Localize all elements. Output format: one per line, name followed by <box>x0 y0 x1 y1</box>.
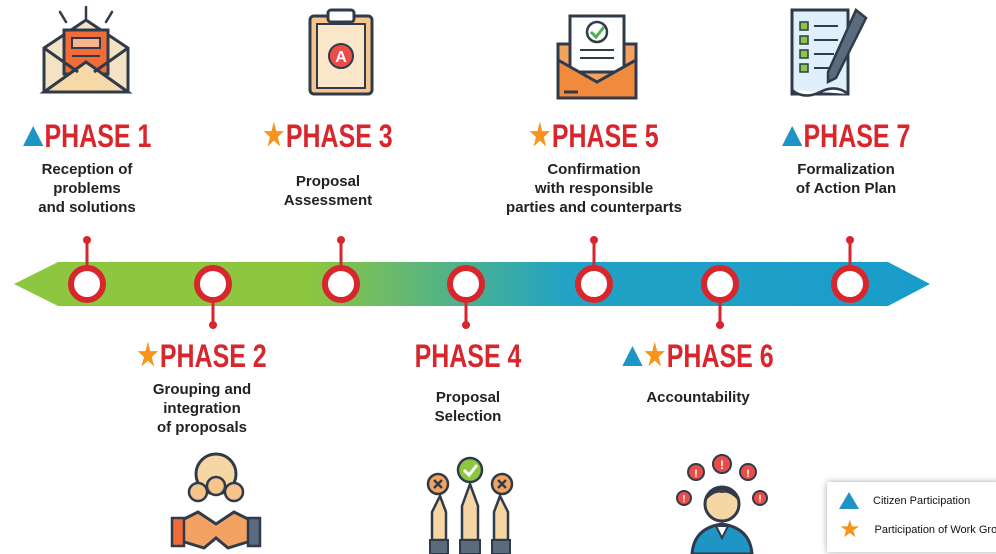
legend-item-citizen: Citizen Participation <box>839 492 970 509</box>
svg-text:!: ! <box>746 468 750 480</box>
citizen-triangle-icon <box>622 346 643 366</box>
legend-citizen-label: Citizen Participation <box>873 494 971 507</box>
workgroup-star-icon: ★ <box>839 516 861 543</box>
phase-7: PHASE 7 Formalization of Action Plan <box>726 118 966 198</box>
phase-4: PHASE 4 Proposal Selection <box>348 338 588 426</box>
phase-3: ★ PHASE 3 Proposal Assessment <box>208 118 448 210</box>
person-alerts-icon: !! !!! <box>676 454 768 554</box>
phase-6-description: Accountability <box>646 389 750 406</box>
phase-6: ★ PHASE 6 Accountability <box>578 338 818 407</box>
timeline-node-1 <box>68 236 106 303</box>
phase-7-title: PHASE 7 <box>752 118 939 154</box>
phase-5-title: ★ PHASE 5 <box>529 118 659 154</box>
phase-6-title: ★ PHASE 6 <box>604 338 791 374</box>
workgroup-star-icon: ★ <box>137 339 159 372</box>
phase-1: PHASE 1 Reception of problems and soluti… <box>0 118 207 217</box>
workgroup-star-icon: ★ <box>529 119 551 152</box>
legend: Citizen Participation ★ Participation of… <box>827 482 996 552</box>
phase-2: ★ PHASE 2 Grouping and integration of pr… <box>82 338 322 437</box>
voting-hands-icon <box>426 456 514 554</box>
phase-5-description: Confirmation with responsible parties an… <box>506 161 682 216</box>
envelope-document-icon <box>39 5 133 94</box>
citizen-triangle-icon <box>22 126 43 146</box>
phase-5: ★ PHASE 5 Confirmation with responsible … <box>474 118 714 217</box>
citizen-triangle-icon <box>781 126 802 146</box>
phase-2-description: Grouping and integration of proposals <box>152 381 252 436</box>
svg-text:!: ! <box>720 458 724 472</box>
timeline-node-4 <box>447 265 485 329</box>
phase-3-description: Proposal Assessment <box>283 173 373 209</box>
phase-4-title: PHASE 4 <box>414 338 522 374</box>
phase-1-description: Reception of problems and solutions <box>38 161 136 216</box>
svg-text:A: A <box>335 49 347 66</box>
timeline-node-3 <box>322 236 360 303</box>
timeline-node-6 <box>701 265 739 329</box>
svg-text:!: ! <box>758 494 761 505</box>
timeline-nodes <box>68 236 869 329</box>
legend-workgroup-label: Participation of Work Group <box>874 524 996 536</box>
workgroup-star-icon: ★ <box>263 119 285 152</box>
phase-2-title: ★ PHASE 2 <box>137 338 267 374</box>
phase-7-description: Formalization of Action Plan <box>795 161 897 197</box>
phase-1-title: PHASE 1 <box>0 118 181 154</box>
svg-text:!: ! <box>682 494 685 505</box>
handshake-group-icon <box>170 452 262 550</box>
phase-3-title: ★ PHASE 3 <box>263 118 393 154</box>
timeline-node-2 <box>194 265 232 329</box>
envelope-check-icon <box>556 14 638 100</box>
citizen-triangle-icon <box>839 492 859 509</box>
workgroup-star-icon: ★ <box>644 339 666 372</box>
checklist-pen-icon <box>790 8 868 97</box>
phase-4-description: Proposal Selection <box>434 389 502 425</box>
timeline-node-5 <box>575 236 613 303</box>
clipboard-grade-icon: A <box>308 8 374 96</box>
timeline-node-7 <box>831 236 869 303</box>
svg-text:!: ! <box>694 468 698 480</box>
legend-item-workgroup: ★ Participation of Work Group <box>839 518 996 542</box>
